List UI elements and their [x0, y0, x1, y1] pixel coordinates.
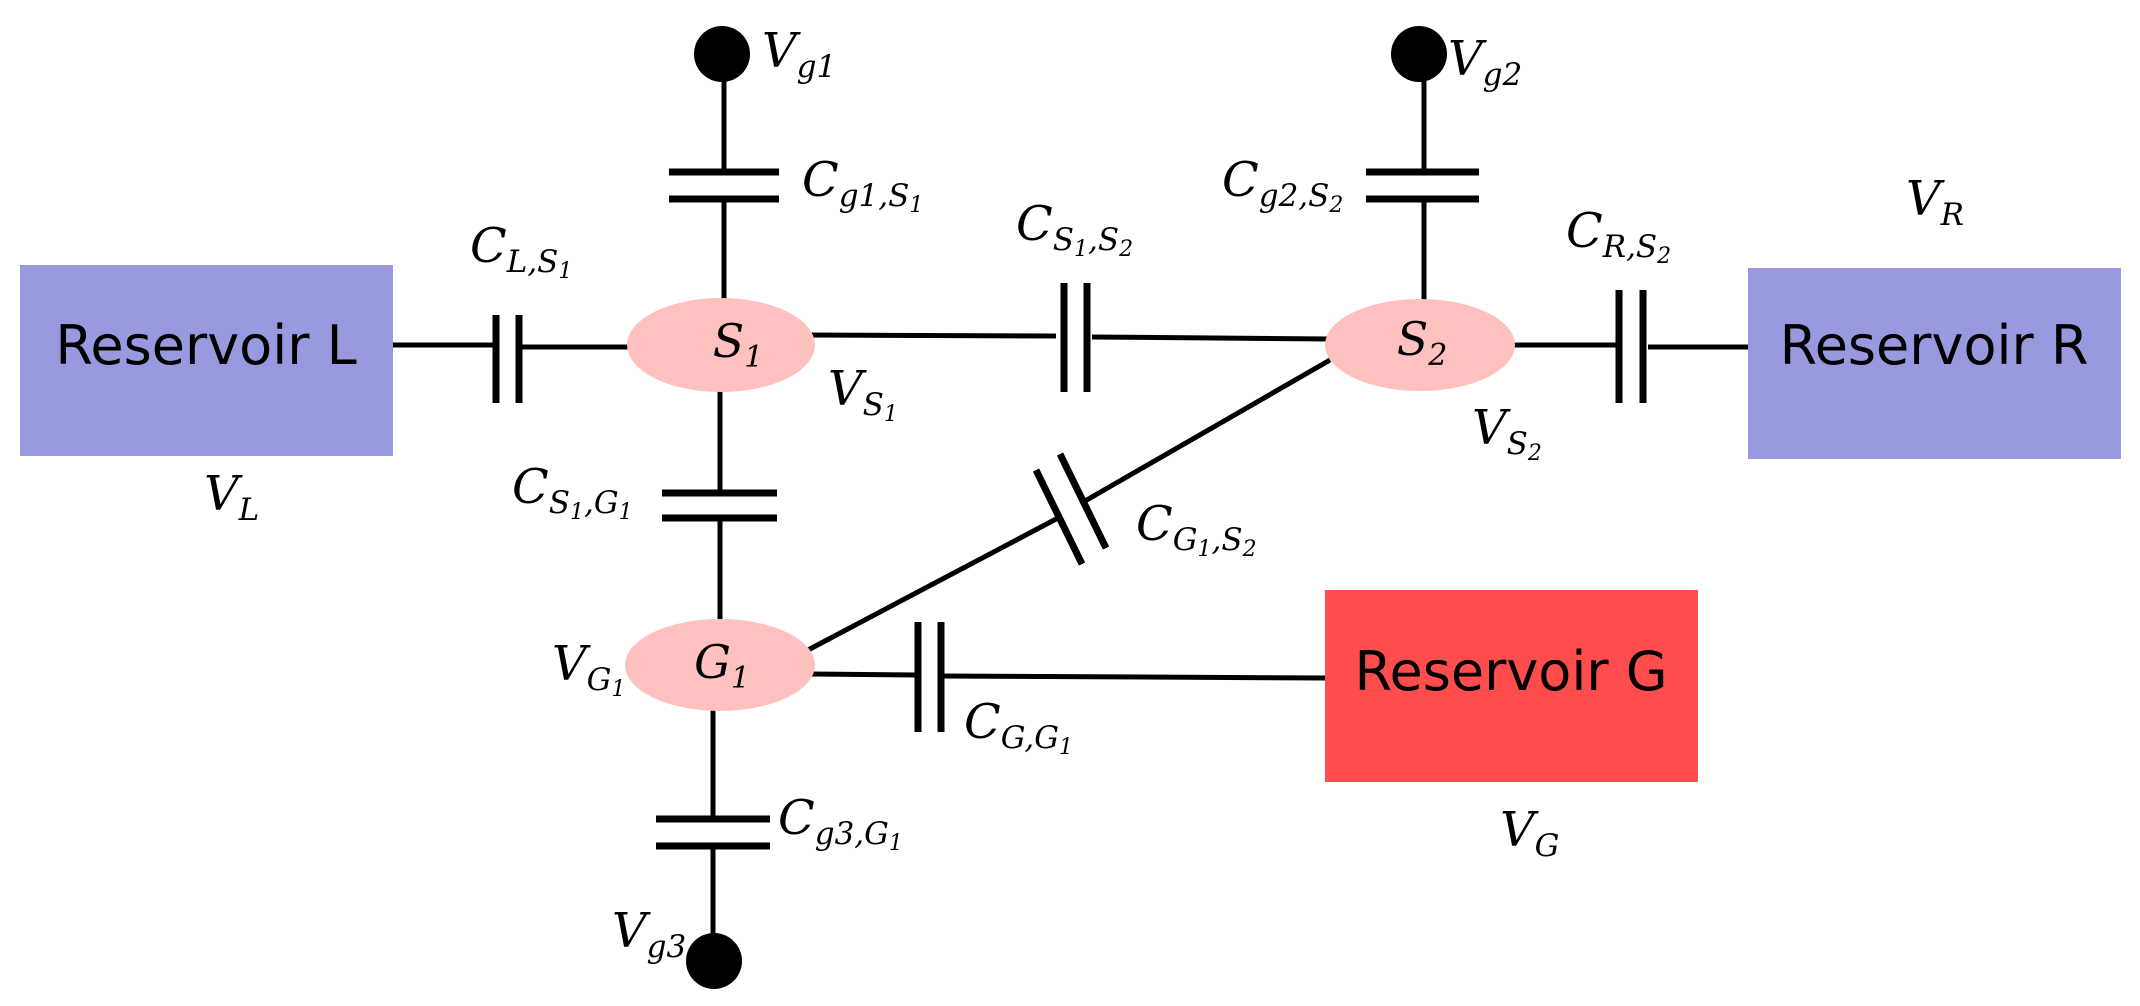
label-c-s1-s2: CS1,S2	[1016, 196, 1133, 262]
capacitor-plates	[492, 168, 1647, 850]
gate-terminal-vg1	[694, 26, 750, 82]
island-s1-shape	[627, 298, 815, 392]
label-v-s2: VS2	[1472, 400, 1542, 466]
gate-terminal-vg3	[686, 933, 742, 989]
wire-s1-s2b	[1091, 334, 1331, 342]
reservoir-right-label: Reservoir R	[1780, 314, 2089, 377]
reservoir-left: Reservoir L	[20, 265, 393, 456]
label-v-g1: VG1	[552, 636, 625, 702]
reservoir-gate-label: Reservoir G	[1354, 640, 1667, 703]
reservoir-left-box	[20, 265, 393, 456]
label-c-g2-s2: Cg2,S2	[1222, 152, 1343, 218]
island-s1-label: S1	[713, 314, 764, 375]
wire-g1-cap-g	[809, 671, 919, 678]
label-v-l: VL	[204, 466, 259, 528]
cap-g1-s2-plate-b	[1056, 452, 1110, 550]
label-c-l-s1: CL,S1	[470, 218, 572, 284]
reservoir-right: Reservoir R	[1748, 268, 2121, 459]
label-c-g1-s2: CG1,S2	[1136, 496, 1257, 562]
label-c-g-g1: CG,G1	[964, 694, 1073, 760]
wire-diag-s2	[1083, 357, 1332, 504]
label-vg2: Vg2	[1448, 31, 1522, 93]
island-g1-shape	[625, 619, 815, 711]
label-vg1: Vg1	[762, 23, 836, 85]
reservoir-right-box	[1748, 268, 2121, 459]
island-s2: S2	[1325, 299, 1515, 391]
island-s1: S1	[627, 298, 815, 392]
label-vg3: Vg3	[612, 903, 686, 965]
wire-s1-s2a	[809, 332, 1057, 339]
label-c-g1-s1: Cg1,S1	[802, 152, 923, 218]
island-g1-label: G1	[694, 635, 750, 696]
reservoir-gate: Reservoir G	[1325, 590, 1698, 782]
label-v-g: VG	[1500, 802, 1559, 864]
label-c-s1-g1: CS1,G1	[512, 459, 633, 525]
label-v-s1: VS1	[828, 361, 898, 427]
island-g1: G1	[625, 619, 815, 711]
gate-terminal-vg2	[1391, 26, 1447, 82]
label-c-r-s2: CR,S2	[1566, 203, 1671, 269]
island-s2-shape	[1325, 299, 1515, 391]
label-c-g3-g1: Cg3,G1	[778, 790, 903, 856]
label-v-r: VR	[1906, 171, 1964, 233]
cap-g1-s2-plate-a	[1032, 468, 1086, 566]
reservoir-left-label: Reservoir L	[55, 314, 356, 377]
island-s2-label: S2	[1397, 312, 1448, 373]
wire-cap-g-res	[939, 673, 1326, 681]
reservoir-gate-box	[1325, 590, 1698, 782]
wire-g1-diag	[806, 515, 1060, 653]
